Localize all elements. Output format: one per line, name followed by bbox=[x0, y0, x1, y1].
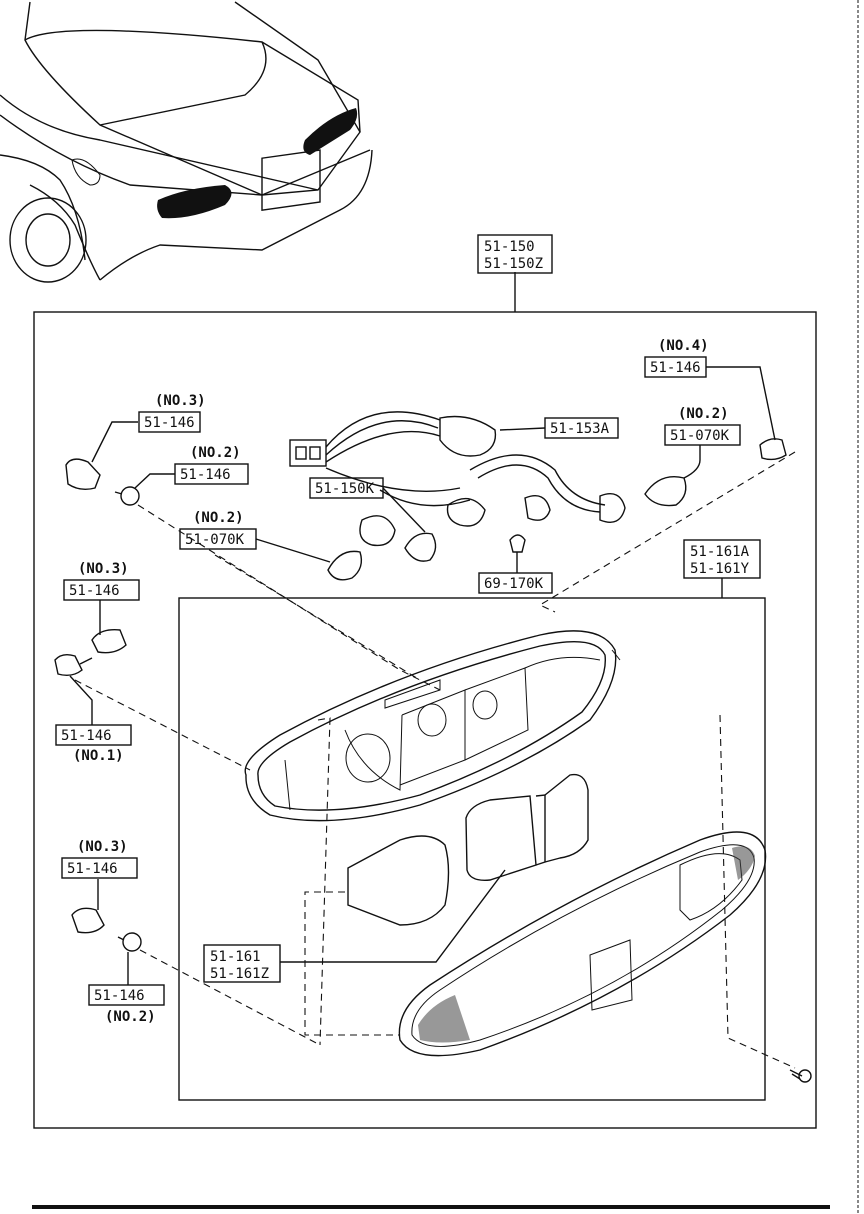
label-bulb-right: (NO.2) 51-070K bbox=[664, 406, 741, 446]
label-fastener-lower-left-a: (NO.3) 51-146 bbox=[61, 839, 138, 879]
fastener-lower-left bbox=[71, 879, 321, 1046]
fastener-mid-left-a-note: (NO.3) bbox=[78, 561, 129, 577]
lens-gaskets bbox=[347, 773, 589, 926]
socket-part: 51-150K bbox=[315, 481, 375, 497]
lens-frame bbox=[178, 597, 766, 1101]
label-fastener-mid-left-b: 51-146 (NO.1) bbox=[55, 724, 132, 764]
lens-housing-part-1: 51-161A bbox=[690, 544, 750, 560]
assembly-part-2: 51-150Z bbox=[484, 256, 543, 272]
outer-lens bbox=[398, 831, 767, 1057]
fastener-lower-left-b-part: 51-146 bbox=[94, 988, 145, 1004]
fastener-mid-left bbox=[54, 600, 251, 771]
fastener-lower-left-a-note: (NO.3) bbox=[77, 839, 128, 855]
harness-part: 51-153A bbox=[550, 421, 610, 437]
lens-gasket-part-1: 51-161 bbox=[210, 949, 261, 965]
small-bulb-part: 69-170K bbox=[484, 576, 544, 592]
label-bulb-left: (NO.2) 51-070K bbox=[179, 510, 257, 550]
assembly-part-1: 51-150 bbox=[484, 239, 535, 255]
lamp-housing bbox=[244, 630, 621, 822]
car-rear-illustration bbox=[0, 1, 373, 283]
fastener-upper-left-b-part: 51-146 bbox=[180, 467, 231, 483]
fastener-upper-left-a-part: 51-146 bbox=[144, 415, 195, 431]
fastener-lower-left-a-part: 51-146 bbox=[67, 861, 118, 877]
label-fastener-top-right: (NO.4) 51-146 bbox=[644, 338, 709, 378]
fastener-mid-left-b-note: (NO.1) bbox=[73, 748, 124, 764]
fastener-upper-left-b-note: (NO.2) bbox=[190, 445, 241, 461]
label-lens-gasket: 51-161 51-161Z bbox=[203, 944, 281, 983]
label-assembly: 51-150 51-150Z bbox=[477, 234, 553, 274]
fastener-top-right bbox=[538, 366, 796, 613]
guide-line-housing bbox=[317, 717, 331, 1046]
bulb-right bbox=[644, 445, 701, 507]
label-lens-housing: 51-161A 51-161Y bbox=[683, 539, 761, 579]
label-harness: 51-153A bbox=[544, 417, 619, 439]
fastener-upper-left bbox=[65, 421, 441, 691]
gasket-leaders bbox=[280, 869, 506, 1036]
fastener-mid-left-b-part: 51-146 bbox=[61, 728, 112, 744]
label-socket: 51-150K bbox=[309, 477, 426, 533]
fastener-top-right-note: (NO.4) bbox=[658, 338, 709, 354]
label-fastener-upper-left-b: (NO.2) 51-146 bbox=[174, 445, 249, 485]
label-small-bulb: 69-170K bbox=[478, 572, 553, 594]
screw bbox=[719, 714, 812, 1083]
label-fastener-lower-left-b: 51-146 (NO.2) bbox=[88, 984, 165, 1025]
wiring-harness bbox=[289, 411, 626, 547]
bulb-right-part: 51-070K bbox=[670, 428, 730, 444]
small-bulb bbox=[509, 534, 526, 573]
assembly-frame bbox=[33, 272, 817, 1129]
guide-line-bulb bbox=[214, 554, 421, 681]
bulb-left bbox=[255, 538, 363, 581]
fastener-top-right-part: 51-146 bbox=[650, 360, 701, 376]
lens-housing-part-2: 51-161Y bbox=[690, 561, 750, 577]
label-fastener-upper-left-a: (NO.3) 51-146 bbox=[138, 393, 206, 433]
bulb-right-note: (NO.2) bbox=[678, 406, 729, 422]
fastener-mid-left-a-part: 51-146 bbox=[69, 583, 120, 599]
fastener-upper-left-a-note: (NO.3) bbox=[155, 393, 206, 409]
label-fastener-mid-left-a: (NO.3) 51-146 bbox=[63, 561, 140, 601]
bulb-center bbox=[404, 532, 437, 562]
bulb-left-note: (NO.2) bbox=[193, 510, 244, 526]
fastener-lower-left-b-note: (NO.2) bbox=[105, 1009, 156, 1025]
lens-gasket-part-2: 51-161Z bbox=[210, 966, 269, 982]
